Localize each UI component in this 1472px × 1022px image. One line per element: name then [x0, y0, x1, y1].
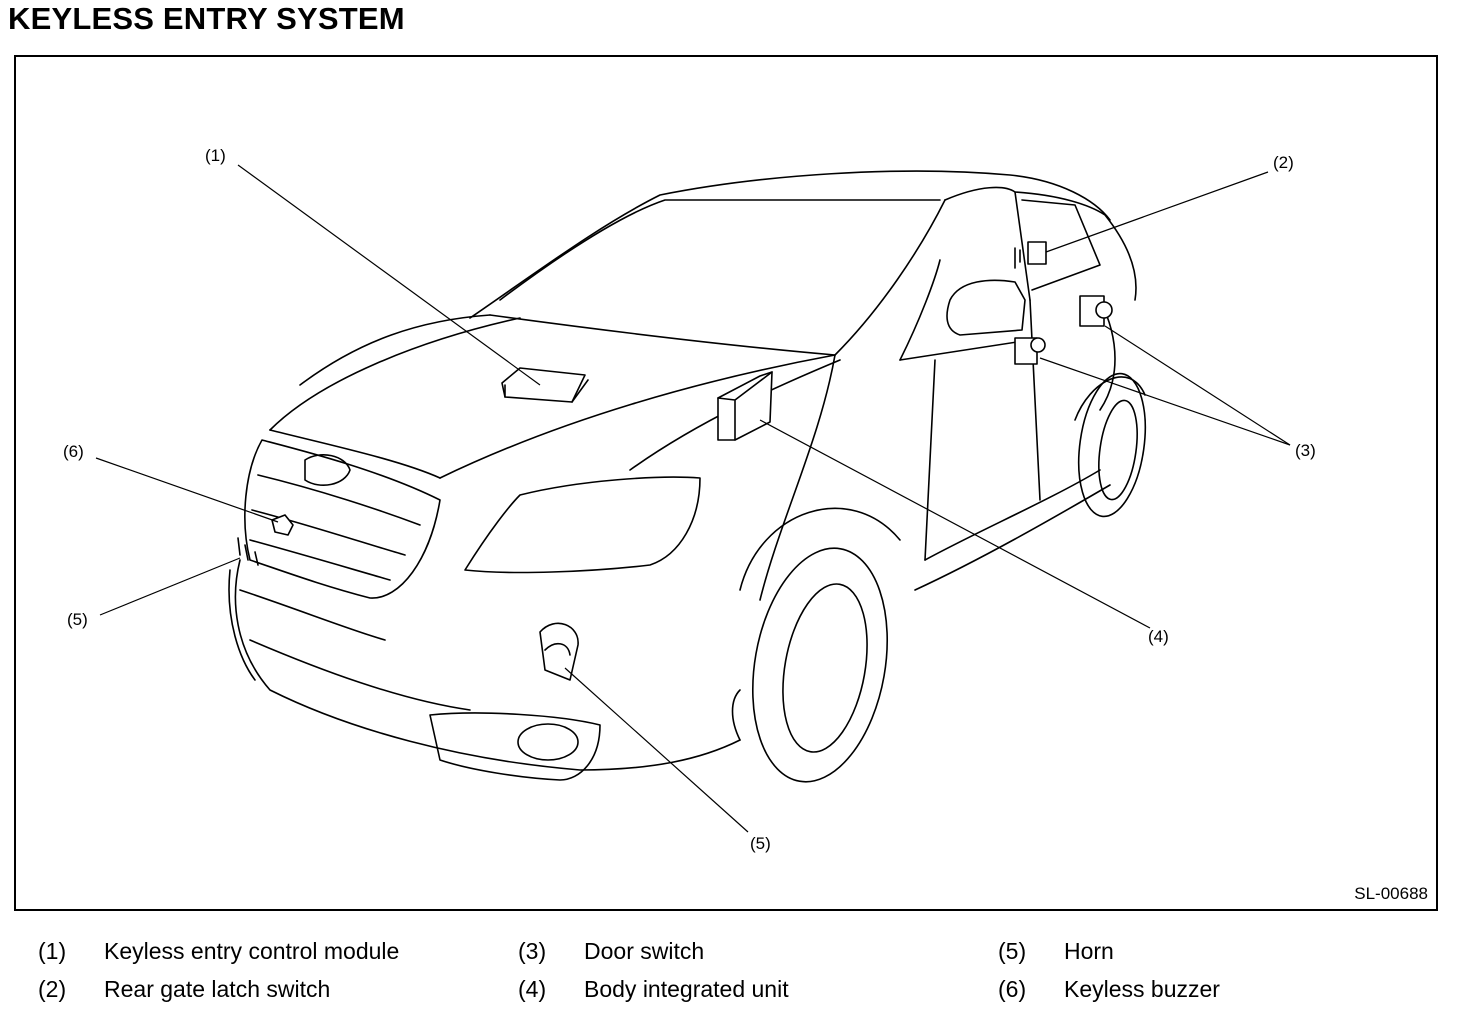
legend-label: Rear gate latch switch: [104, 976, 331, 1002]
legend-num: (6): [998, 976, 1027, 1002]
figure-frame: SL-00688: [14, 55, 1438, 911]
callout-2: (2): [1273, 153, 1294, 172]
legend-label: Horn: [1064, 938, 1114, 964]
legend: (1) Keyless entry control module (2) Rea…: [0, 938, 1472, 1022]
callout-5-side: (5): [67, 610, 88, 629]
keyless-entry-control-module: [501, 367, 589, 403]
page-title: KEYLESS ENTRY SYSTEM: [8, 1, 405, 36]
callout-6: (6): [63, 442, 84, 461]
legend-num: (3): [518, 938, 547, 964]
legend-label: Door switch: [584, 938, 705, 964]
legend-num: (4): [518, 976, 547, 1002]
callout-5-horn: (5): [750, 834, 771, 853]
callout-3: (3): [1295, 441, 1316, 460]
legend-label: Body integrated unit: [584, 976, 789, 1002]
callout-4: (4): [1148, 627, 1169, 646]
legend-label: Keyless buzzer: [1064, 976, 1220, 1002]
body-integrated-unit: [717, 371, 773, 441]
car-outline: [228, 170, 1147, 783]
keyless-buzzer: [271, 514, 294, 536]
callout-1: (1): [205, 146, 226, 165]
legend-num: (5): [998, 938, 1027, 964]
horn: [539, 622, 579, 681]
legend-label: Keyless entry control module: [104, 938, 400, 964]
figure-code: SL-00688: [1354, 884, 1428, 903]
door-switch-front: [1014, 337, 1046, 365]
legend-num: (2): [38, 976, 67, 1002]
leader-lines: [95, 164, 1291, 833]
horn-small: [237, 537, 259, 566]
legend-num: (1): [38, 938, 67, 964]
rear-gate-latch-switch: [1014, 241, 1047, 269]
door-switch-rear: [1079, 295, 1113, 327]
